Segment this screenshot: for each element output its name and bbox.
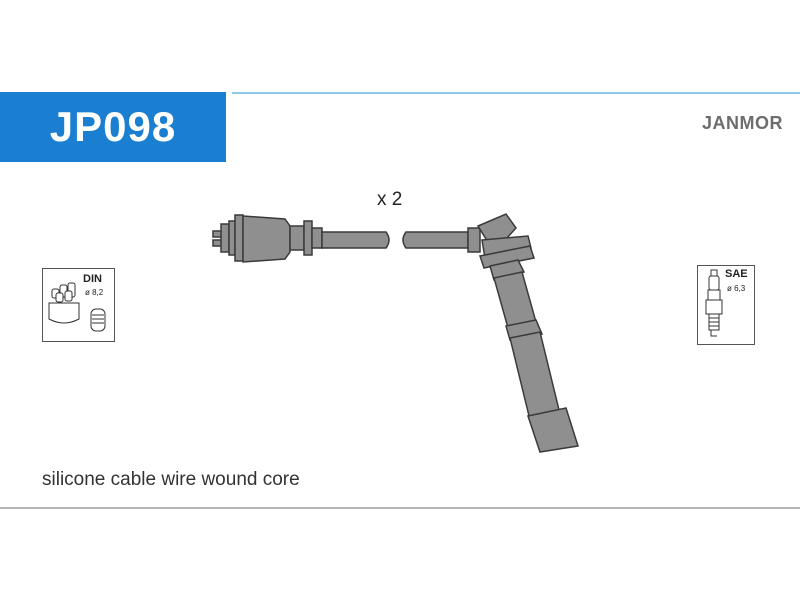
product-code: JP098 xyxy=(49,103,177,150)
spark-plug-icon xyxy=(705,269,723,337)
sae-standard-badge: SAE ø 6,3 xyxy=(697,265,755,345)
brand-name: JANMOR xyxy=(701,113,783,133)
sae-label: SAE xyxy=(725,268,748,280)
distributor-cap-icon xyxy=(48,282,106,332)
sae-diameter: ø 6,3 xyxy=(727,284,746,293)
din-diameter: ø 8,2 xyxy=(85,288,104,297)
footer-rule xyxy=(0,507,800,509)
quantity-label: x 2 xyxy=(377,189,403,210)
header-rule xyxy=(232,92,800,94)
din-standard-badge: DIN ø 8,2 xyxy=(42,268,115,342)
spark-plug-connector xyxy=(402,213,579,453)
distributor-connector xyxy=(212,214,390,263)
product-code-banner: JP098 xyxy=(0,92,226,162)
product-description: silicone cable wire wound core xyxy=(42,469,300,490)
din-label: DIN xyxy=(83,273,102,285)
